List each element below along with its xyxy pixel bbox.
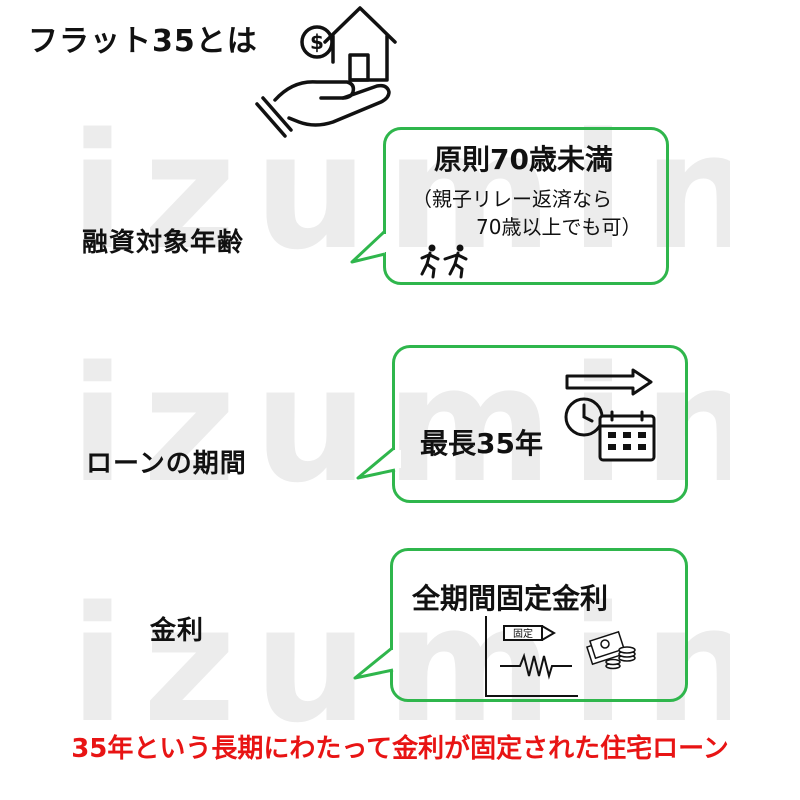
age-note-line1: （親子リレー返済なら [412, 187, 612, 211]
speech-bubble-term [392, 345, 688, 503]
bubble-tail [356, 446, 401, 480]
footer-summary: 35年という長期にわたって金利が固定された住宅ローン [71, 734, 729, 764]
rate-heading: 全期間固定金利 [412, 582, 609, 615]
arrow-right-icon [565, 368, 653, 396]
age-note-line2: 70歳以上でも可） [476, 215, 642, 239]
house-in-hand-icon: $ [255, 6, 397, 138]
fixed-rate-chart-icon: 固定 [485, 616, 578, 697]
money-icon [586, 630, 636, 670]
section-label-rate: 金利 [150, 616, 205, 646]
term-heading: 最長35年 [420, 427, 543, 460]
bubble-tail [350, 230, 390, 264]
bubble-tail [353, 646, 399, 680]
calendar-icon [598, 410, 656, 462]
speech-bubble-rate [390, 548, 688, 702]
page-title: フラット35とは [28, 24, 258, 59]
fixed-tag-text: 固定 [513, 627, 533, 640]
section-label-age: 融資対象年齢 [82, 228, 245, 258]
relay-runners-icon [420, 244, 468, 279]
speech-bubble-age [383, 127, 669, 285]
svg-text:$: $ [310, 30, 324, 54]
section-label-term: ローンの期間 [86, 449, 247, 479]
age-heading: 原則70歳未満 [434, 143, 613, 176]
